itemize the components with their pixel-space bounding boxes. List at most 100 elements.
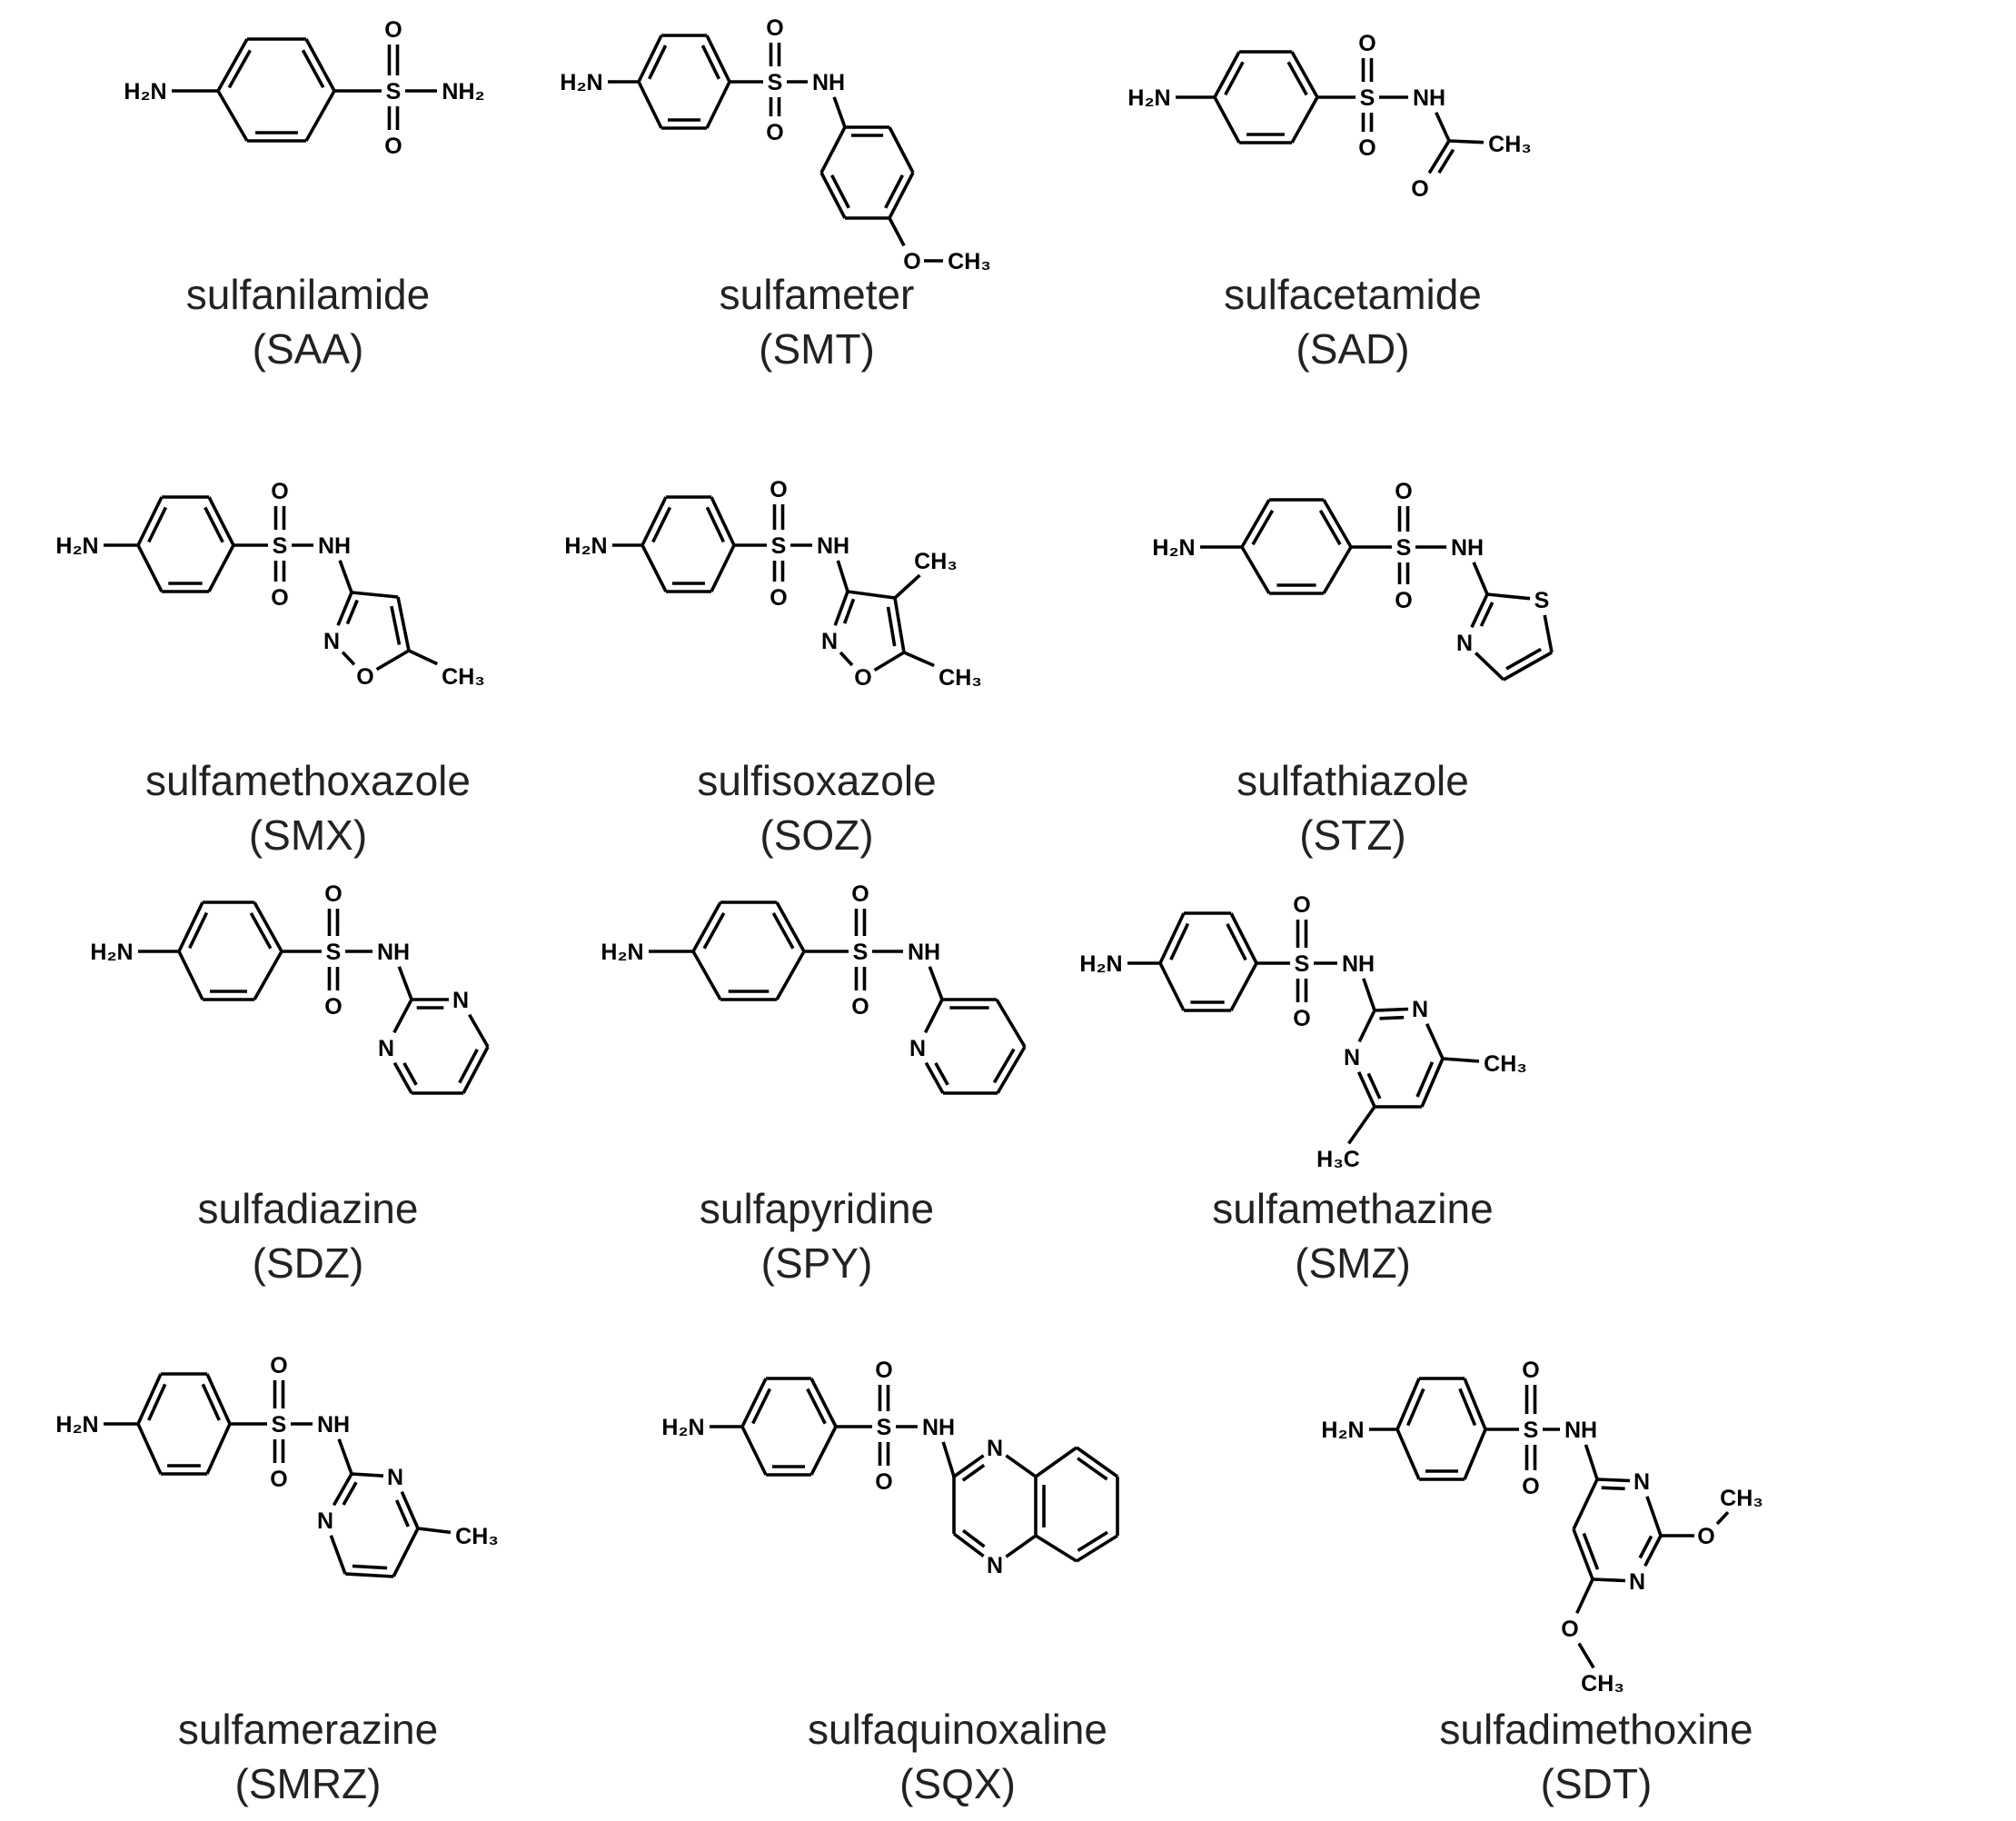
bond: [204, 506, 224, 543]
atom-label-h2n: H₂N: [1127, 85, 1170, 111]
bond: [227, 49, 252, 89]
bond: [392, 1527, 420, 1577]
bond: [1226, 922, 1247, 961]
bond: [397, 966, 413, 1000]
bond: [136, 496, 164, 546]
atom-label-nh: NH: [318, 533, 351, 559]
atom-label-h2n: H₂N: [560, 70, 602, 95]
compound-name: sulfacetamide: [1224, 271, 1482, 318]
bond: [1427, 140, 1451, 174]
bond: [775, 950, 806, 1000]
bond: [1395, 1428, 1421, 1480]
bond: [775, 901, 806, 952]
bond: [923, 999, 944, 1034]
bond: [329, 1535, 347, 1575]
bond: [934, 1062, 949, 1086]
atom-label-o: O: [356, 664, 373, 690]
bond: [893, 573, 921, 600]
bond: [992, 1048, 1016, 1084]
bond: [1715, 1510, 1730, 1526]
bond: [1425, 1022, 1445, 1060]
bond: [1076, 1534, 1118, 1563]
atom-label-s: S: [1524, 1418, 1539, 1443]
bond: [1366, 1072, 1382, 1100]
bond: [705, 506, 726, 543]
atom-label-ch3: CH₃: [1484, 1051, 1527, 1077]
atom-label-h2n: H₂N: [124, 79, 166, 104]
bond: [344, 1572, 394, 1578]
atom-label-o: O: [384, 134, 402, 159]
atom-label-h2n: H₂N: [55, 533, 98, 559]
bond: [893, 597, 906, 653]
atom-label-h2n: H₂N: [661, 1415, 704, 1440]
compound-abbreviation: (SMRZ): [235, 1760, 382, 1807]
bond: [830, 174, 850, 209]
atom-label-o: O: [1522, 1358, 1539, 1383]
atom-label-n: N: [452, 988, 469, 1013]
bond: [147, 1383, 167, 1421]
atom-label-h2n: H₂N: [1321, 1418, 1364, 1443]
atom-label-ch3: CH₃: [1581, 1671, 1624, 1697]
bond: [253, 950, 283, 1000]
bond: [710, 544, 736, 592]
bond: [1442, 1057, 1480, 1063]
bond: [1463, 1428, 1487, 1480]
atom-label-s: S: [768, 70, 783, 95]
bond: [392, 999, 413, 1034]
bond: [995, 999, 1027, 1048]
compound-abbreviation: (SMT): [759, 325, 875, 373]
bond: [1213, 96, 1241, 144]
compound-abbreviation: (SPY): [761, 1239, 873, 1287]
bond: [888, 126, 915, 174]
bond: [1286, 61, 1308, 96]
bond: [952, 1532, 985, 1558]
bond: [941, 1441, 956, 1478]
bond: [833, 591, 849, 626]
atom-label-n: N: [987, 1436, 1003, 1461]
bond: [1577, 1642, 1595, 1669]
atom-label-o: O: [1293, 892, 1310, 918]
atom-label-nh: NH: [317, 1412, 350, 1438]
compound-name: sulfisoxazole: [697, 757, 936, 804]
bond: [207, 544, 235, 592]
bond: [400, 1490, 420, 1529]
atom-label-o: O: [384, 17, 402, 43]
bond: [1486, 592, 1531, 601]
atom-label-ch3: CH₃: [1488, 132, 1532, 157]
atom-label-s: S: [1360, 85, 1375, 111]
bond: [1318, 509, 1342, 546]
bond: [1035, 1534, 1078, 1563]
bond: [338, 560, 353, 593]
bond: [710, 496, 736, 546]
atom-label-o: O: [270, 1467, 287, 1492]
atom-label-s: S: [1295, 951, 1310, 977]
bond: [1505, 647, 1542, 671]
compound-name: sulfapyridine: [700, 1185, 934, 1232]
bond: [188, 911, 209, 950]
bond: [809, 1378, 838, 1428]
bond: [928, 966, 944, 1000]
bond: [641, 496, 668, 546]
compound-abbreviation: (STZ): [1299, 811, 1406, 859]
bond: [1240, 546, 1271, 594]
atom-label-nh: NH: [1451, 535, 1484, 561]
bond: [177, 950, 204, 1000]
bond: [806, 1388, 827, 1425]
bond: [700, 45, 721, 80]
bond: [408, 649, 439, 666]
bond: [924, 1061, 945, 1094]
bond: [392, 1061, 413, 1094]
bond: [884, 174, 904, 209]
atom-label-n: N: [317, 1508, 333, 1534]
bond: [205, 1423, 232, 1475]
atom-label-n: N: [987, 1553, 1003, 1578]
bond: [751, 1388, 772, 1425]
bond: [396, 596, 411, 652]
bond: [740, 1426, 768, 1476]
bond: [205, 1373, 232, 1425]
bond: [1169, 922, 1190, 960]
